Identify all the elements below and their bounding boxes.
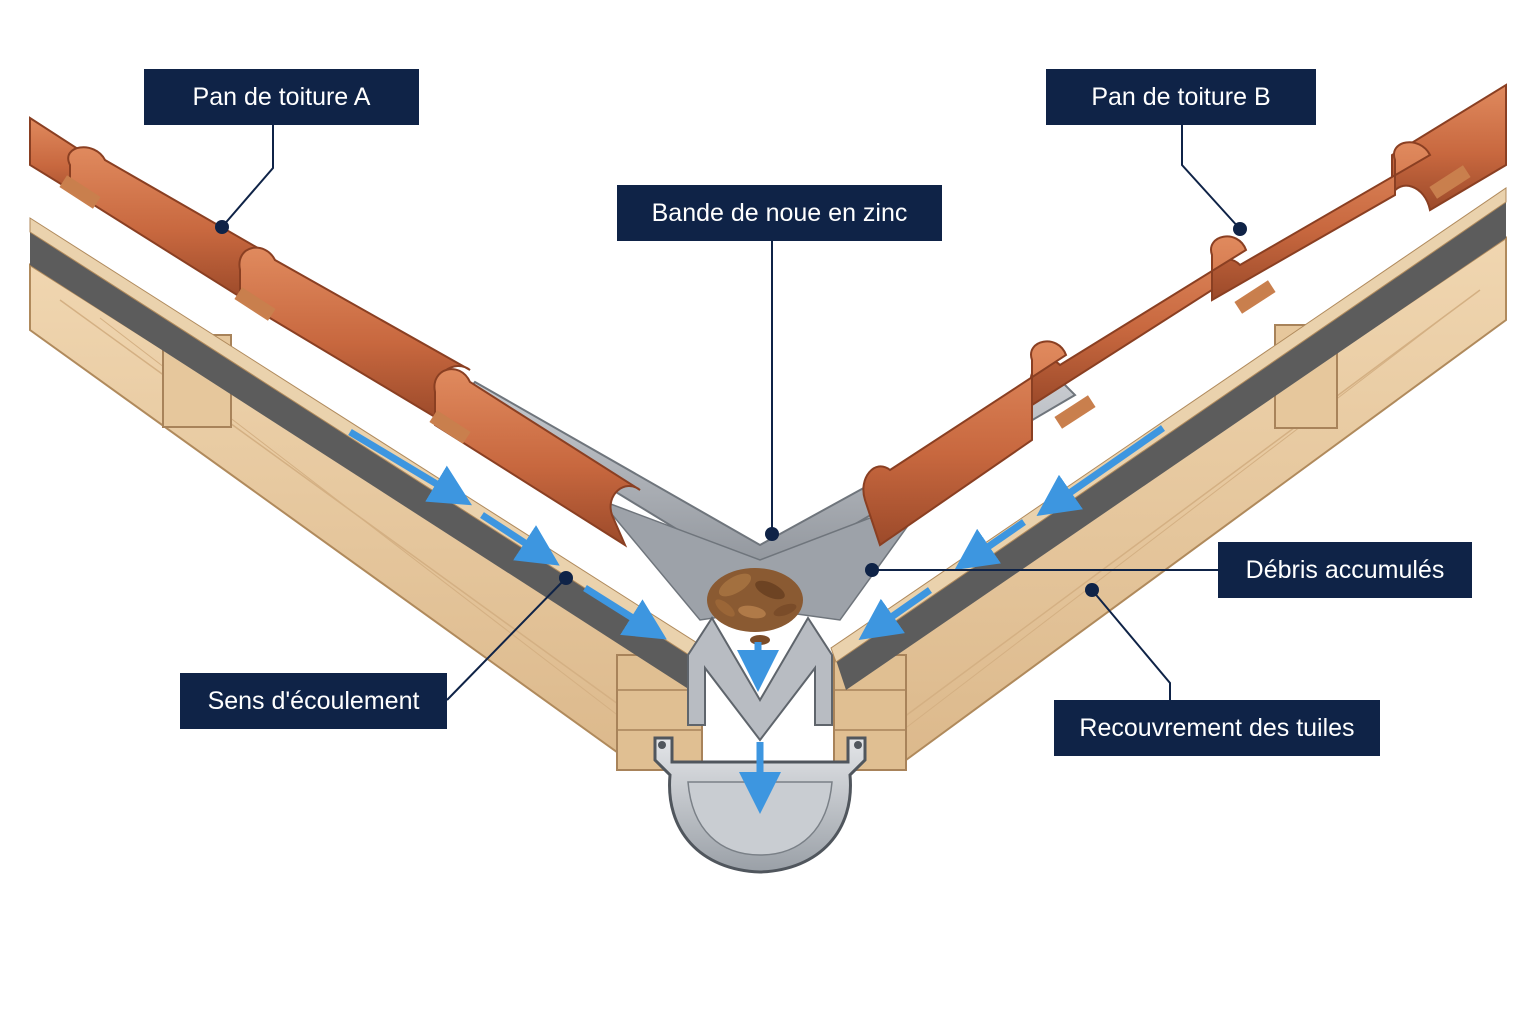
flow-arrow-icon — [348, 428, 473, 506]
leader-dots — [215, 220, 1247, 597]
membrane-left — [29, 217, 706, 690]
leader-dot-icon — [865, 563, 879, 577]
label-debris: Débris accumulés — [1218, 542, 1472, 598]
flow-arrow-icon — [954, 519, 1026, 570]
leader-dot-icon — [215, 220, 229, 234]
label-roof-a: Pan de toiture A — [144, 69, 419, 125]
flow-arrow-icon — [858, 587, 933, 641]
leader-dot-icon — [1085, 583, 1099, 597]
membrane-right — [830, 187, 1507, 690]
flow-arrow-icon — [480, 512, 560, 566]
flow-arrows — [348, 425, 1165, 814]
valley-channel — [687, 616, 833, 742]
label-flow-direction: Sens d'écoulement — [180, 673, 447, 729]
label-roof-b: Pan de toiture B — [1046, 69, 1316, 125]
leader-dot-icon — [765, 527, 779, 541]
leader-dot-icon — [1233, 222, 1247, 236]
label-zinc-valley: Bande de noue en zinc — [617, 185, 942, 241]
flow-arrow-icon — [583, 585, 667, 640]
flow-arrow-icon — [1036, 425, 1165, 516]
tiles-right — [862, 83, 1507, 547]
tiles-left — [29, 116, 641, 548]
leader-lines — [221, 125, 1241, 701]
leader-dot-icon — [559, 571, 573, 585]
label-tile-overlap: Recouvrement des tuiles — [1054, 700, 1380, 756]
